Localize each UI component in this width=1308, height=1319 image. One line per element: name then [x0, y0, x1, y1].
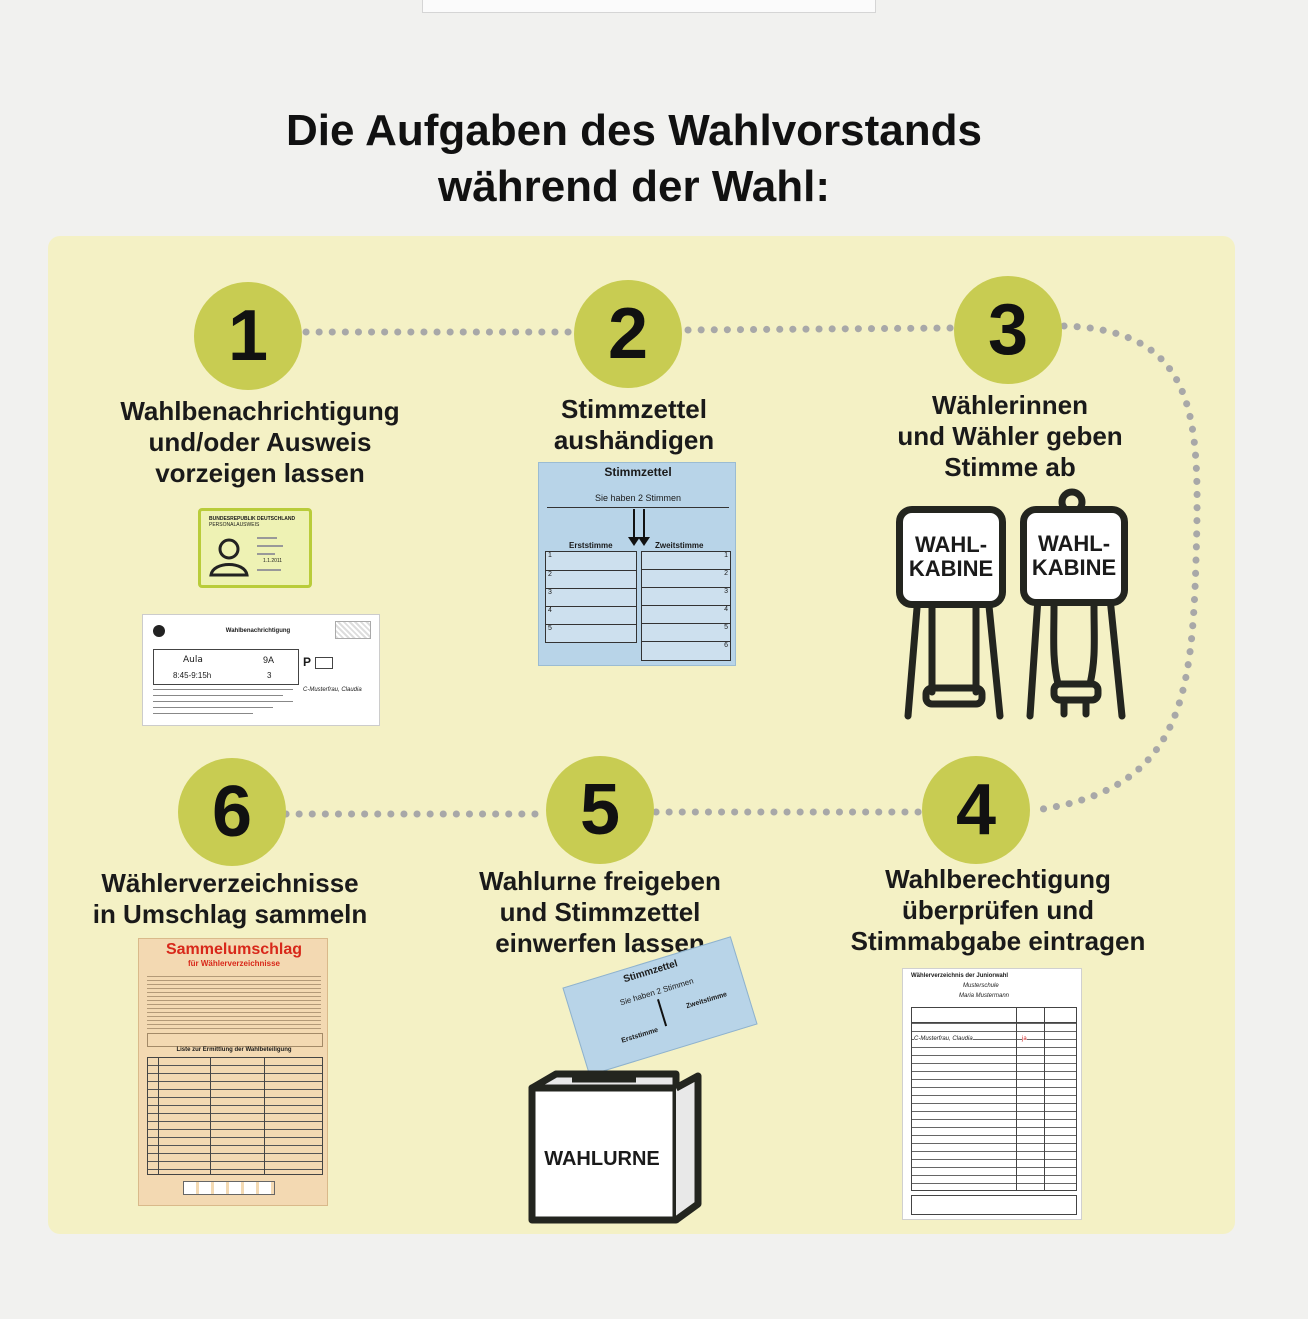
- top-paper-strip: [422, 0, 876, 13]
- booth-2-text-line1: WAHL-: [1037, 531, 1111, 556]
- step-1-number: 1: [194, 282, 302, 390]
- id-card-image: BUNDESREPUBLIK DEUTSCHLAND PERSONALAUSWE…: [198, 508, 312, 588]
- envelope-image: Sammelumschlag für Wählerverzeichnisse L…: [138, 938, 328, 1206]
- ballot-second-column: 1 2 3 4 5 6: [641, 551, 731, 661]
- notification-sender: C-Musterfrau, Claudia: [303, 687, 362, 693]
- voting-booth-1: WAHL-KABINE: [896, 496, 1010, 722]
- booth-legs-icon: [904, 592, 1004, 720]
- envelope-list-table: [147, 1057, 323, 1175]
- arrow-down-icon: [638, 537, 650, 546]
- step-2-number: 2: [574, 280, 682, 388]
- register-school: Musterschule: [963, 983, 999, 989]
- register-leader: Maria Mustermann: [959, 993, 1010, 999]
- eagle-icon: [153, 625, 165, 637]
- step-5-number: 5: [546, 756, 654, 864]
- page-subtitle: während der Wahl:: [438, 162, 830, 211]
- envelope-title: Sammelumschlag: [165, 941, 303, 958]
- ballot-image: Stimmzettel Sie haben 2 Stimmen Erststim…: [538, 462, 736, 666]
- register-entry-mark: ja: [1022, 1036, 1027, 1042]
- booth-2-text-line2: KABINE: [1031, 555, 1117, 580]
- notification-title: Wahlbenachrichtigung: [225, 628, 291, 634]
- ballot-small-second: Zweitstimme: [685, 991, 728, 1011]
- ballot-small-first: Erststimme: [620, 1026, 660, 1045]
- stamp-icon: [335, 621, 371, 639]
- ballot-votes: Sie haben 2 Stimmen: [594, 493, 682, 503]
- voting-booth-2: WAHL-KABINE: [1018, 488, 1132, 722]
- register-table: C-Musterfrau, Claudia ja: [911, 1007, 1077, 1191]
- ballot-title: Stimmzettel: [604, 465, 672, 479]
- register-entry-name: C-Musterfrau, Claudia: [914, 1036, 973, 1042]
- notification-time: 8:45-9:15h: [173, 671, 212, 680]
- page-title: Die Aufgaben des Wahlvorstands: [286, 106, 982, 155]
- person-icon: [209, 538, 249, 577]
- voter-register-image: Wählerverzeichnis der Juniorwahl Musters…: [902, 968, 1082, 1220]
- register-title: Wählerverzeichnis der Juniorwahl: [911, 973, 1009, 979]
- arrow-down-icon: [628, 537, 640, 546]
- ballot-urn-icon: [528, 1070, 702, 1224]
- booth-1-text-line2: KABINE: [908, 556, 994, 581]
- notification-number: 3: [267, 671, 272, 680]
- notification-card-image: Wahlbenachrichtigung Aula 9A 8:45-9:15h …: [142, 614, 380, 726]
- notification-class: 9A: [263, 655, 275, 665]
- id-card-country: BUNDESREPUBLIK DEUTSCHLAND: [209, 516, 296, 522]
- id-card-date: 1.1.2011: [263, 558, 283, 564]
- ballot-first-column: 1 2 3 4 5: [545, 551, 637, 643]
- notification-room: Aula: [183, 655, 203, 665]
- envelope-subtitle: für Wählerverzeichnisse: [187, 959, 281, 968]
- step-4-number: 4: [922, 756, 1030, 864]
- booth-person-icon: [1026, 488, 1126, 720]
- urn-label: WAHLURNE: [544, 1148, 660, 1170]
- booth-1-text-line1: WAHL-: [914, 532, 988, 557]
- step-6-number: 6: [178, 758, 286, 866]
- step-3-number: 3: [954, 276, 1062, 384]
- ballot-second-vote: Zweitstimme: [655, 541, 704, 550]
- ballot-first-vote: Erststimme: [569, 541, 613, 550]
- envelope-list-title: Liste zur Ermittlung der Wahlbeteiligung: [176, 1047, 292, 1053]
- id-card-doc: PERSONALAUSWEIS: [209, 522, 260, 528]
